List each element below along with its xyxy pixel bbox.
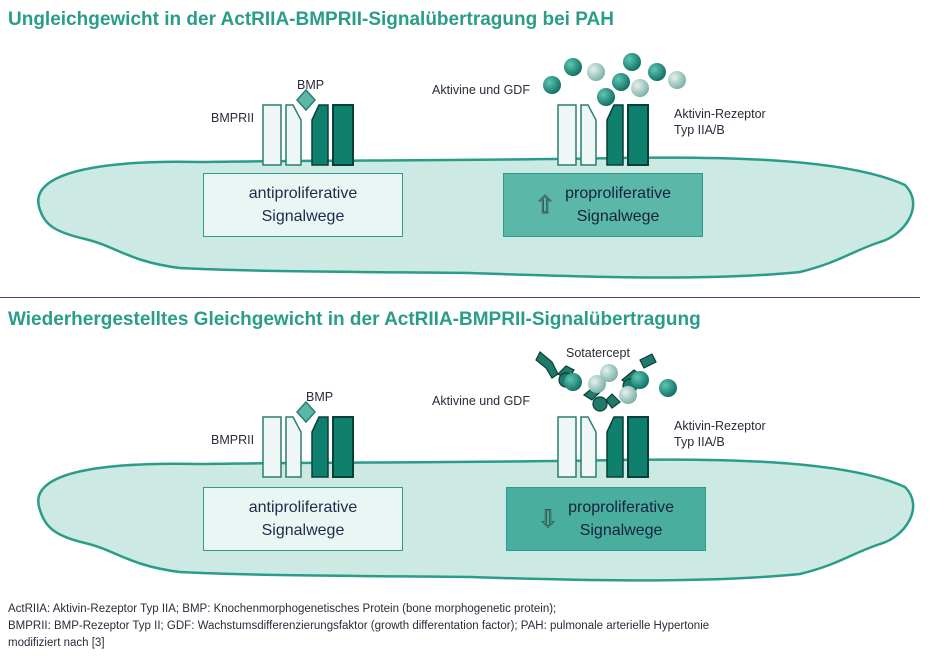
panel1-receptor-label-line2: Typ IIA/B bbox=[674, 123, 725, 137]
panel1-pro-line2: Signalwege bbox=[576, 208, 660, 225]
bmp-ligand-icon bbox=[295, 88, 317, 112]
panel2-anti-line1: antiproliferative bbox=[248, 499, 358, 516]
panel2-receptor-label-line2: Typ IIA/B bbox=[674, 435, 725, 449]
activin-receptor-icon bbox=[557, 416, 649, 478]
panel1-bmprii-label: BMPRII bbox=[211, 111, 255, 125]
activin-receptor-icon bbox=[557, 104, 649, 166]
bmprii-receptor-icon bbox=[262, 104, 354, 166]
footnote: ActRIIA: Aktivin-Rezeptor Typ IIA; BMP: … bbox=[8, 601, 938, 652]
bmprii-receptor-icon bbox=[262, 416, 354, 478]
panel1-diagram bbox=[37, 53, 915, 279]
panel1-ligand-label: Aktivine und GDF bbox=[432, 83, 530, 97]
panel2-receptor-label-line1: Aktivin-Rezeptor bbox=[674, 419, 766, 433]
panel2-anti-line2: Signalwege bbox=[261, 522, 345, 539]
panel2-diagram bbox=[37, 351, 915, 582]
cell-membrane bbox=[37, 156, 915, 279]
panel2-pro-line1: proproliferative bbox=[568, 499, 674, 516]
activin-ligand-icon bbox=[543, 53, 686, 106]
panel2-bmprii-label: BMPRII bbox=[211, 433, 255, 447]
panel1-pro-line1: proproliferative bbox=[565, 185, 671, 202]
panel1-anti-line1: antiproliferative bbox=[248, 185, 358, 202]
panel2-title: Wiederhergestelltes Gleichgewicht in der… bbox=[8, 309, 701, 330]
panel1-title: Ungleichgewicht in der ActRIIA-BMPRII-Si… bbox=[8, 9, 614, 30]
panel1-receptor-label-line1: Aktivin-Rezeptor bbox=[674, 107, 766, 121]
panel2-pro-line2: Signalwege bbox=[579, 522, 663, 539]
down-arrow-icon: ⇩ bbox=[538, 505, 559, 533]
panel1-anti-line2: Signalwege bbox=[261, 208, 345, 225]
cell-membrane bbox=[37, 458, 915, 582]
panel2-ligand-label: Aktivine und GDF bbox=[432, 394, 530, 408]
footnote-line2: BMPRII: BMP-Rezeptor Typ II; GDF: Wachst… bbox=[8, 620, 710, 632]
bmp-ligand-icon bbox=[295, 400, 317, 424]
panel2-drug-label: Sotatercept bbox=[566, 346, 630, 360]
activin-ligand-icon bbox=[564, 364, 677, 404]
panel1-bmp-label: BMP bbox=[297, 78, 325, 92]
footnote-line3: modifiziert nach [3] bbox=[8, 637, 105, 649]
up-arrow-icon: ⇧ bbox=[535, 191, 556, 219]
panel2-bmp-label: BMP bbox=[306, 390, 334, 404]
footnote-line1: ActRIIA: Aktivin-Rezeptor Typ IIA; BMP: … bbox=[8, 603, 557, 615]
section-divider bbox=[0, 297, 920, 298]
